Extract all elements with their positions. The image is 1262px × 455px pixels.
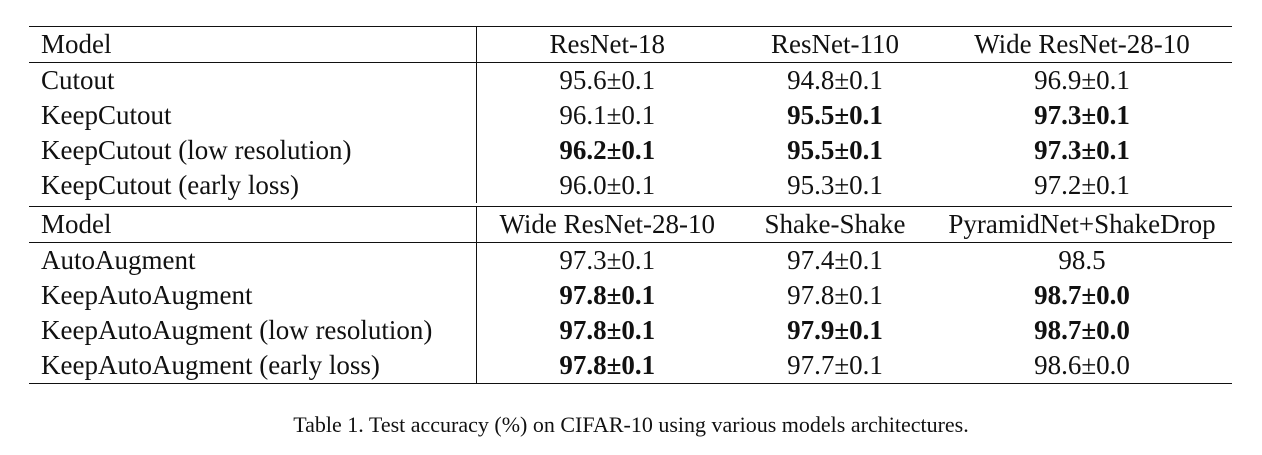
column-header-model: Model	[29, 26, 477, 63]
model-name-cell: KeepCutout (low resolution)	[29, 133, 477, 168]
table-row: AutoAugment 97.3±0.1 97.4±0.1 98.5	[29, 242, 1232, 278]
column-header-architecture: Wide ResNet-28-10	[932, 26, 1232, 63]
model-name-cell: KeepAutoAugment (low resolution)	[29, 313, 477, 348]
accuracy-cell: 95.6±0.1	[559, 65, 656, 95]
accuracy-cell: 97.9±0.1	[787, 315, 883, 345]
column-header-architecture: ResNet-18	[476, 26, 738, 63]
separator-cell	[29, 203, 476, 207]
table-row: KeepCutout (early loss) 96.0±0.1 95.3±0.1 9…	[29, 168, 1232, 203]
separator-cell	[932, 203, 1232, 207]
accuracy-cell: 98.6±0.0	[932, 348, 1232, 384]
column-header-architecture: Wide ResNet-28-10	[476, 206, 738, 243]
model-name-cell: KeepAutoAugment	[29, 278, 477, 313]
separator-cell	[738, 203, 932, 207]
accuracy-cell: 96.9±0.1	[1034, 65, 1130, 95]
table-row: KeepCutout 96.1±0.1 95.5±0.1 97.3±0.1	[29, 98, 1232, 133]
table-row: Cutout 95.6±0.1 94.8±0.1 96.9±0.1	[29, 62, 1232, 98]
accuracy-cell: 97.8±0.1	[787, 280, 883, 310]
accuracy-cell: 95.5±0.1	[787, 135, 883, 165]
accuracy-cell: 97.8±0.1	[559, 315, 656, 345]
accuracy-cell: 97.4±0.1	[787, 245, 883, 275]
accuracy-cell: 95.3±0.1	[787, 170, 883, 200]
column-header-architecture: ResNet-110	[738, 26, 932, 63]
accuracy-cell: 96.1±0.1	[559, 100, 656, 130]
section-separator	[29, 203, 1232, 207]
model-name-cell: KeepCutout (early loss)	[29, 168, 477, 203]
accuracy-cell: 96.2±0.1	[559, 135, 656, 165]
accuracy-cell: 97.8±0.1	[559, 280, 656, 310]
model-name-cell: Cutout	[29, 62, 477, 98]
accuracy-cell: 95.5±0.1	[787, 100, 883, 130]
table-caption: Table 1. Test accuracy (%) on CIFAR-10 u…	[293, 412, 969, 437]
accuracy-cell: 97.8±0.1	[476, 348, 738, 384]
accuracy-cell: 97.3±0.1	[559, 245, 656, 275]
separator-cell	[476, 203, 738, 207]
column-header-architecture: PyramidNet+ShakeDrop	[932, 206, 1232, 243]
table-row: KeepAutoAugment (low resolution) 97.8±0.1…	[29, 313, 1232, 348]
table-row: KeepAutoAugment 97.8±0.1 97.8±0.1 98.7±0.0	[29, 278, 1232, 313]
model-name-cell: KeepAutoAugment (early loss)	[29, 348, 477, 384]
accuracy-cell: 94.8±0.1	[787, 65, 883, 95]
accuracy-cell: 98.7±0.0	[1034, 280, 1130, 310]
model-name-cell: KeepCutout	[29, 98, 477, 133]
accuracy-cell: 98.7±0.0	[1034, 315, 1130, 345]
accuracy-cell: 98.5	[1058, 245, 1106, 275]
column-header-architecture: Shake-Shake	[738, 206, 932, 243]
accuracy-cell: 97.2±0.1	[1034, 170, 1130, 200]
model-name-cell: AutoAugment	[29, 242, 477, 278]
column-header-model: Model	[29, 206, 477, 243]
accuracy-cell: 97.3±0.1	[1034, 135, 1130, 165]
accuracy-cell: 96.0±0.1	[559, 170, 656, 200]
accuracy-cell: 97.3±0.1	[1034, 100, 1130, 130]
table-row: KeepCutout (low resolution) 96.2±0.1 95.5±…	[29, 133, 1232, 168]
accuracy-cell: 97.7±0.1	[738, 348, 932, 384]
